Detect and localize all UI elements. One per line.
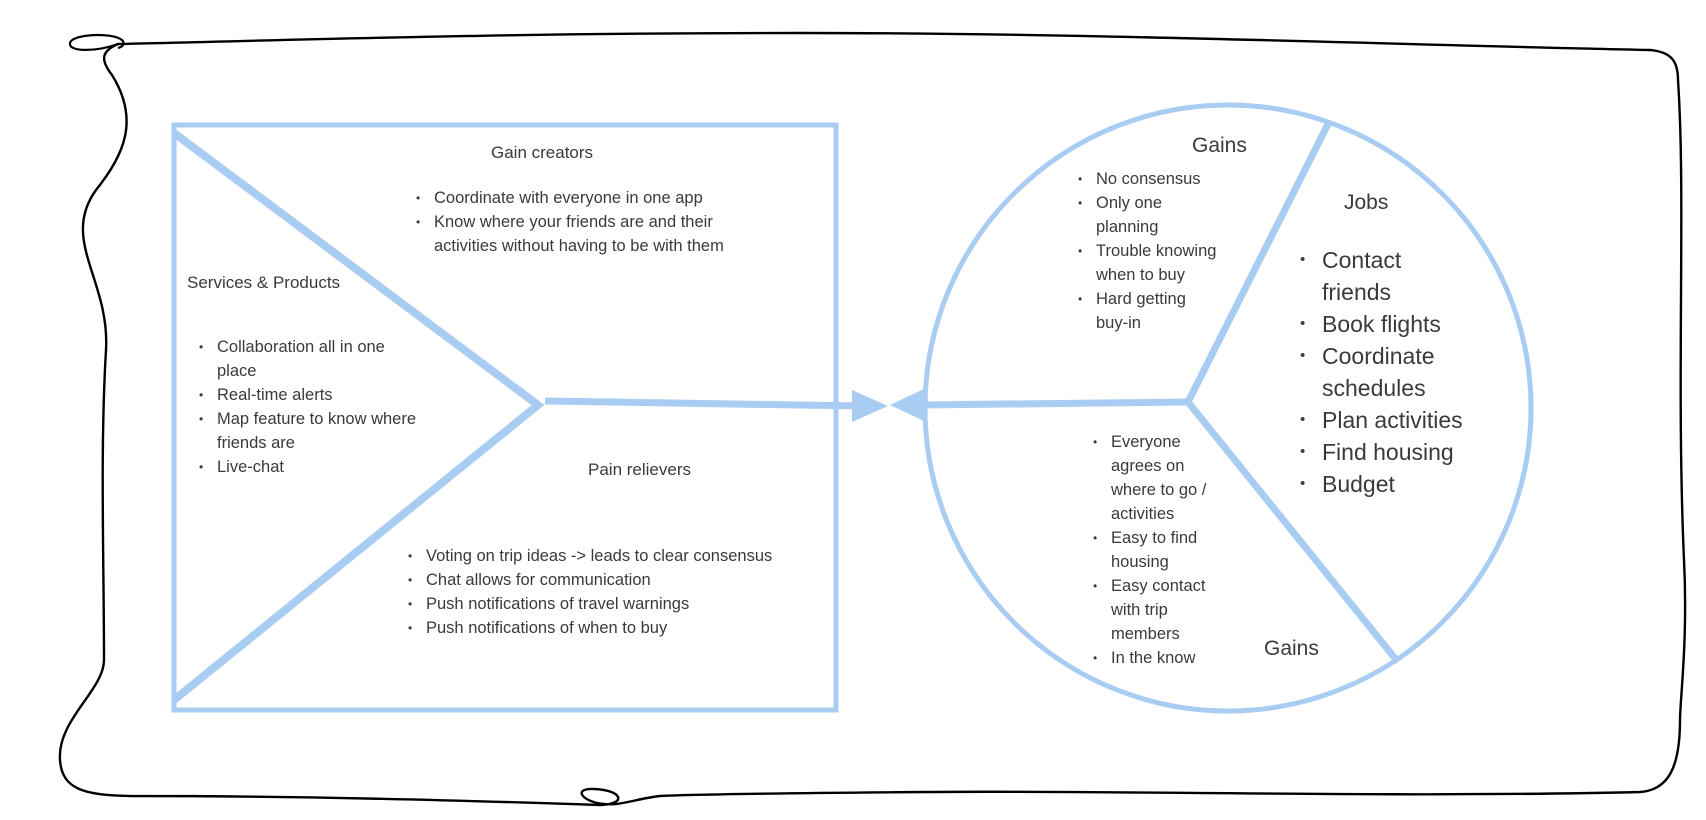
list-item: Real-time alerts [199,383,419,407]
sketch-frame-loop [68,33,125,51]
list-item: Easy to find housing [1093,526,1233,574]
list-item: Know where your friends are and their ac… [416,210,736,258]
list-item: Only one planning [1078,191,1218,239]
jobs-title: Jobs [1344,191,1389,214]
jobs-list: Contact friends Book flights Coordinate … [1298,244,1473,500]
circle-divider-left [921,398,1189,409]
sketch-frame [58,31,1687,807]
value-map-square [171,122,839,713]
list-item: Hard getting buy-in [1078,287,1218,335]
list-item: No consensus [1078,167,1218,191]
pain-relievers-list: Voting on trip ideas -> leads to clear c… [408,544,833,640]
circle-divider-top [1184,122,1332,404]
gains-bottom-list: Everyone agrees on where to go / activit… [1093,430,1233,670]
list-item: Voting on trip ideas -> leads to clear c… [408,544,833,568]
list-item: Collaboration all in one place [199,335,419,383]
gain-creators-list: Coordinate with everyone in one app Know… [416,186,736,258]
gains-bottom-title: Gains [1264,637,1319,660]
list-item: Everyone agrees on where to go / activit… [1093,430,1233,526]
pain-relievers-title: Pain relievers [588,460,691,479]
gains-top-list: No consensus Only one planning Trouble k… [1078,167,1218,335]
list-item: Coordinate schedules [1300,340,1473,404]
list-item: Map feature to know where friends are [199,407,419,455]
list-item: Trouble knowing when to buy [1078,239,1218,287]
list-item: Contact friends [1300,244,1473,308]
list-item: Live-chat [199,455,419,479]
list-item: Plan activities [1300,404,1473,436]
list-item: Budget [1300,468,1473,500]
gain-creators-title: Gain creators [491,143,594,162]
arrowhead-left-icon [890,389,924,421]
gains-top-title: Gains [1192,134,1247,157]
list-item: Easy contact with trip members [1093,574,1233,646]
fit-connector-line [544,397,863,410]
list-item: Find housing [1300,436,1473,468]
list-item: In the know [1093,646,1233,670]
list-item: Coordinate with everyone in one app [416,186,736,210]
arrowhead-right-icon [852,390,888,422]
services-products-title: Services & Products [187,273,341,292]
list-item: Book flights [1300,308,1473,340]
list-item: Push notifications of travel warnings [408,592,833,616]
services-products-list: Collaboration all in one place Real-time… [199,335,419,479]
list-item: Push notifications of when to buy [408,616,833,640]
value-map-chevron [171,129,545,704]
list-item: Chat allows for communication [408,568,833,592]
